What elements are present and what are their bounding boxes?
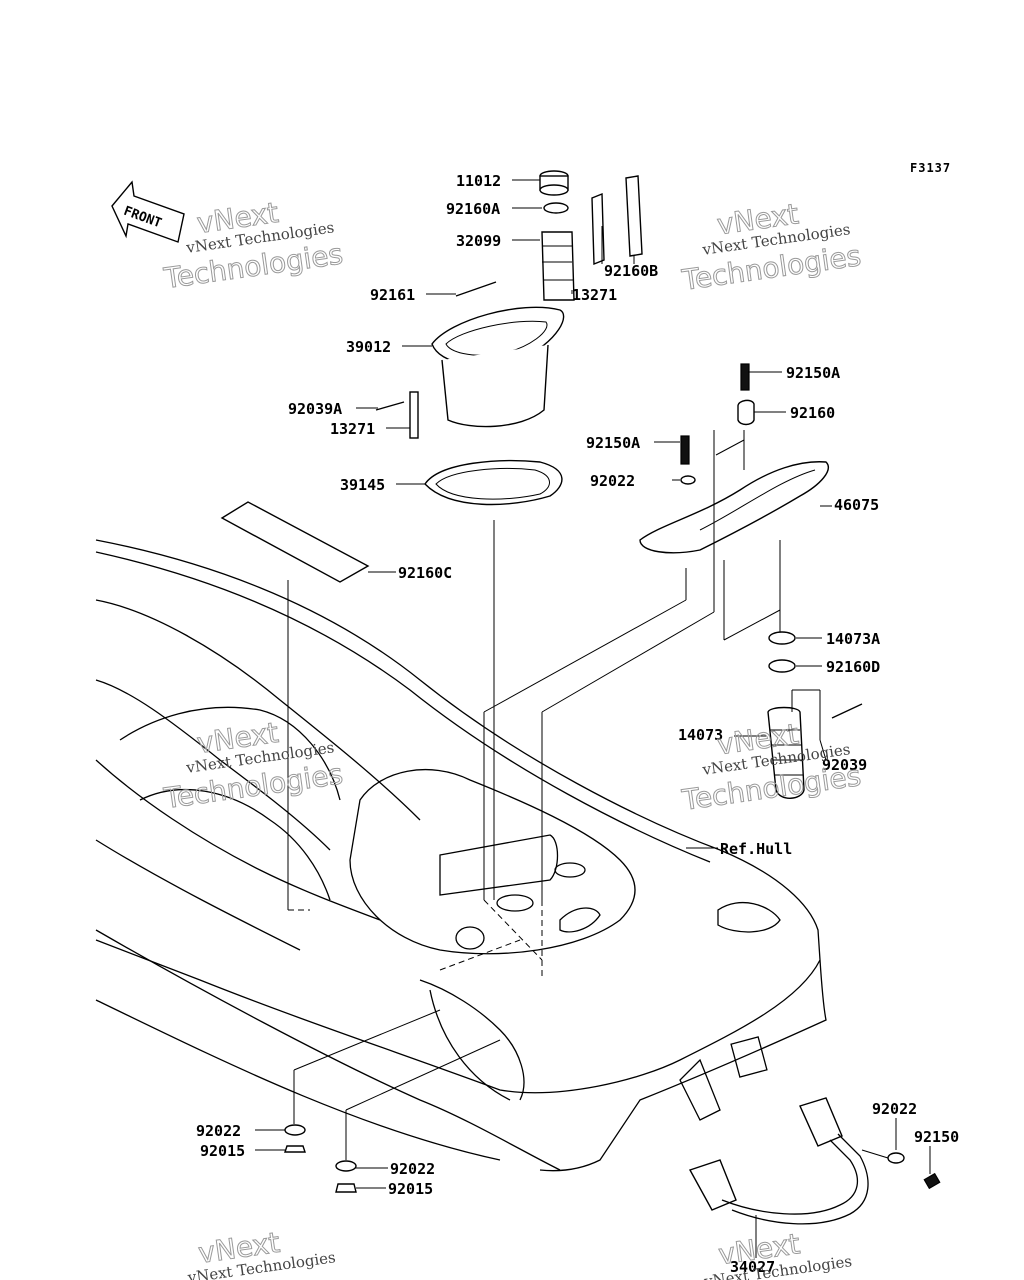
watermark-top-left: vNext vNext Technologies Technologies: [161, 195, 346, 295]
label-92015-bl2: 92015: [388, 1180, 433, 1198]
watermark-mid-left: vNext vNext Technologies Technologies: [161, 715, 346, 815]
watermark-bottom-left: vNext vNext Technologies: [186, 1225, 337, 1280]
label-46075: 46075: [834, 496, 879, 514]
watermark-mid-right: vNext vNext Technologies Technologies: [679, 717, 864, 818]
watermark-top-right: vNext vNext Technologies Technologies: [679, 197, 864, 298]
storage-assembly: [375, 170, 643, 506]
label-92022-br: 92022: [872, 1100, 917, 1118]
label-92022-mid: 92022: [590, 472, 635, 490]
label-92160c: 92160C: [398, 564, 452, 582]
label-92022-bl2: 92022: [390, 1160, 435, 1178]
hull-drawing: [95, 539, 827, 1172]
handle-assembly: [639, 363, 863, 799]
label-92039a: 92039A: [288, 400, 342, 418]
front-arrow-icon: FRONT: [111, 180, 185, 243]
label-39145: 39145: [340, 476, 385, 494]
label-92161: 92161: [370, 286, 415, 304]
label-92160d: 92160D: [826, 658, 880, 676]
label-92160a: 92160A: [446, 200, 500, 218]
lower-hardware: [284, 1097, 941, 1225]
label-92015-bl1: 92015: [200, 1142, 245, 1160]
watermark-bottom-right: vNext vNext Technologies: [702, 1227, 853, 1280]
leader-lines: [255, 179, 931, 1258]
figure-code: F3137: [910, 161, 951, 175]
label-13271-top: 13271: [572, 286, 617, 304]
label-ref-hull: Ref.Hull: [720, 840, 792, 858]
label-92022-bl1: 92022: [196, 1122, 241, 1140]
label-11012: 11012: [456, 172, 501, 190]
label-92039: 92039: [822, 756, 867, 774]
label-32099: 32099: [456, 232, 501, 250]
label-14073a: 14073A: [826, 630, 880, 648]
label-92150a-top: 92150A: [786, 364, 840, 382]
label-92150a-mid: 92150A: [586, 434, 640, 452]
label-92160: 92160: [790, 404, 835, 422]
label-14073: 14073: [678, 726, 723, 744]
sticker-92160c: [220, 501, 370, 583]
label-92150-br: 92150: [914, 1128, 959, 1146]
label-13271-left: 13271: [330, 420, 375, 438]
part-labels: 11012 92160A 32099 92160B 13271 92161 39…: [196, 172, 959, 1276]
label-39012: 39012: [346, 338, 391, 356]
label-34027: 34027: [730, 1258, 775, 1276]
label-92160b: 92160B: [604, 262, 658, 280]
